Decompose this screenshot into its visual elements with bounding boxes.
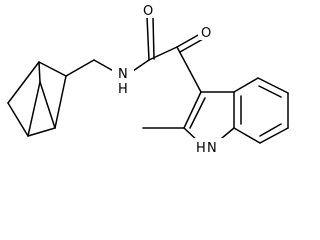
bond [189,97,206,129]
amide-nitrogen-label: N [118,67,128,82]
bond [179,38,204,53]
amide-hydrogen-label: H [118,82,128,97]
amide-carbonyl [146,16,178,61]
bond [257,77,289,94]
norbornane-ring [7,61,67,137]
indole-nitrogen-label: N [207,141,217,156]
bond [148,46,178,61]
ketone-oxygen-label: O [201,26,211,41]
bond [39,81,56,129]
pyrrole-ring [142,91,235,144]
amide-linker [65,59,150,77]
bond [233,127,261,144]
bond [258,85,282,98]
bond [27,81,41,137]
bond [38,61,41,83]
ketone-carbonyl [176,33,204,93]
bond [7,61,40,104]
bond [259,123,282,137]
bond [7,102,29,137]
molecule-diagram: O O N H H N [7,2,289,156]
bond [259,127,289,144]
benzene-ring [233,77,289,144]
bond [27,127,56,137]
bond [176,46,202,93]
bond [176,33,201,48]
bond [146,16,150,61]
bond [65,59,95,77]
structure-drawing: O O N H H N [7,2,289,156]
amide-oxygen-label: O [143,4,153,19]
bond [233,77,259,93]
bond [152,16,155,60]
indole-hydrogen-label: H [196,141,206,156]
bond [38,61,67,77]
bond [54,75,67,129]
atom-labels: O O N H H N [112,2,223,156]
bond [183,91,202,129]
